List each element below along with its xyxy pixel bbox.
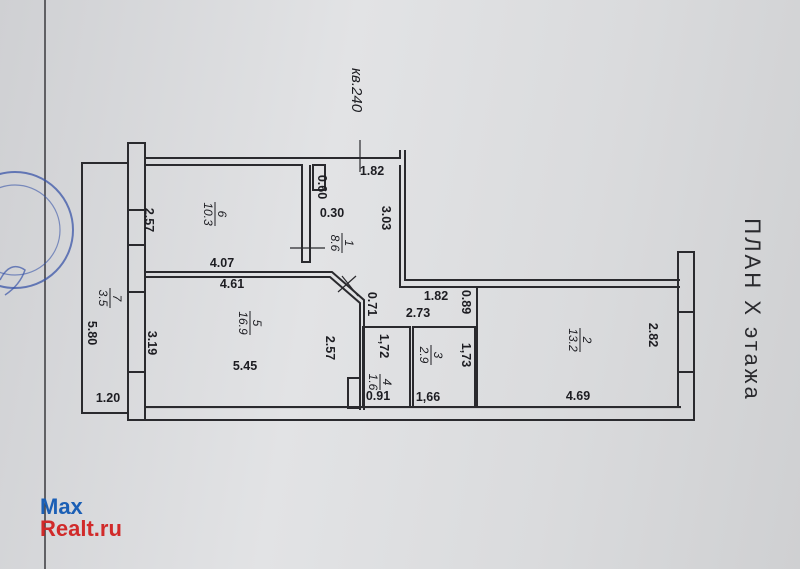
svg-text:8.6: 8.6 [328, 235, 342, 252]
room-2-label: 2 13.2 [566, 328, 594, 352]
dim-label: 4.07 [210, 256, 234, 270]
dim-label: 5.80 [85, 321, 99, 345]
dim-label: 1,73 [459, 343, 473, 367]
logo-text-realt: Realt.ru [40, 516, 122, 541]
svg-text:1.6: 1.6 [366, 374, 380, 391]
svg-text:10.3: 10.3 [201, 202, 215, 226]
svg-text:1: 1 [342, 240, 356, 247]
svg-text:4: 4 [380, 379, 394, 386]
dim-label: 0.30 [320, 206, 344, 220]
room-4-label: 4 1.6 [366, 374, 394, 391]
dim-label: 3.03 [379, 206, 393, 230]
svg-text:3.5: 3.5 [96, 290, 110, 307]
dim-label: 0.89 [459, 290, 473, 314]
dim-label: 1.82 [424, 289, 448, 303]
svg-text:5: 5 [250, 320, 264, 327]
dim-label: 0.91 [366, 389, 390, 403]
dim-label: 1.20 [96, 391, 120, 405]
dim-label: 1,72 [377, 334, 391, 358]
svg-text:13.2: 13.2 [566, 328, 580, 352]
dim-label: 2.82 [646, 323, 660, 347]
dimension-labels: 1.82 0.30 4.07 4.61 5.45 1.20 1.82 2.73 … [85, 164, 660, 405]
dim-label: 1,66 [416, 390, 440, 404]
svg-text:6: 6 [215, 211, 229, 218]
dim-label: 0.60 [315, 175, 329, 199]
dim-label: 4.69 [566, 389, 590, 403]
dim-label: 0.71 [365, 292, 379, 316]
maxrealt-logo: Max Realt.ru [40, 496, 122, 540]
svg-text:3: 3 [431, 352, 445, 359]
room-5-label: 5 16.9 [236, 311, 264, 335]
svg-text:7: 7 [110, 295, 124, 303]
walls [81, 140, 695, 421]
dim-label: 5.45 [233, 359, 257, 373]
apartment-number: кв.240 [348, 68, 365, 113]
svg-text:2.9: 2.9 [417, 346, 431, 364]
room-1-label: 1 8.6 [328, 233, 356, 253]
logo-text-max: Max [40, 494, 83, 519]
room-7-label: 7 3.5 [96, 288, 124, 308]
room-3-label: 3 2.9 [417, 345, 445, 365]
dim-label: 1.82 [360, 164, 384, 178]
dim-label: 3.19 [145, 331, 159, 355]
room-6-label: 6 10.3 [201, 202, 229, 226]
official-stamp [0, 171, 74, 296]
svg-text:16.9: 16.9 [236, 311, 250, 335]
dim-label: 2.73 [406, 306, 430, 320]
svg-text:2: 2 [580, 336, 594, 344]
dim-label: 2.57 [323, 336, 337, 360]
dim-label: 4.61 [220, 277, 244, 291]
plan-title: ПЛАН X этажа [740, 218, 765, 401]
dim-label: 2.57 [142, 208, 156, 232]
